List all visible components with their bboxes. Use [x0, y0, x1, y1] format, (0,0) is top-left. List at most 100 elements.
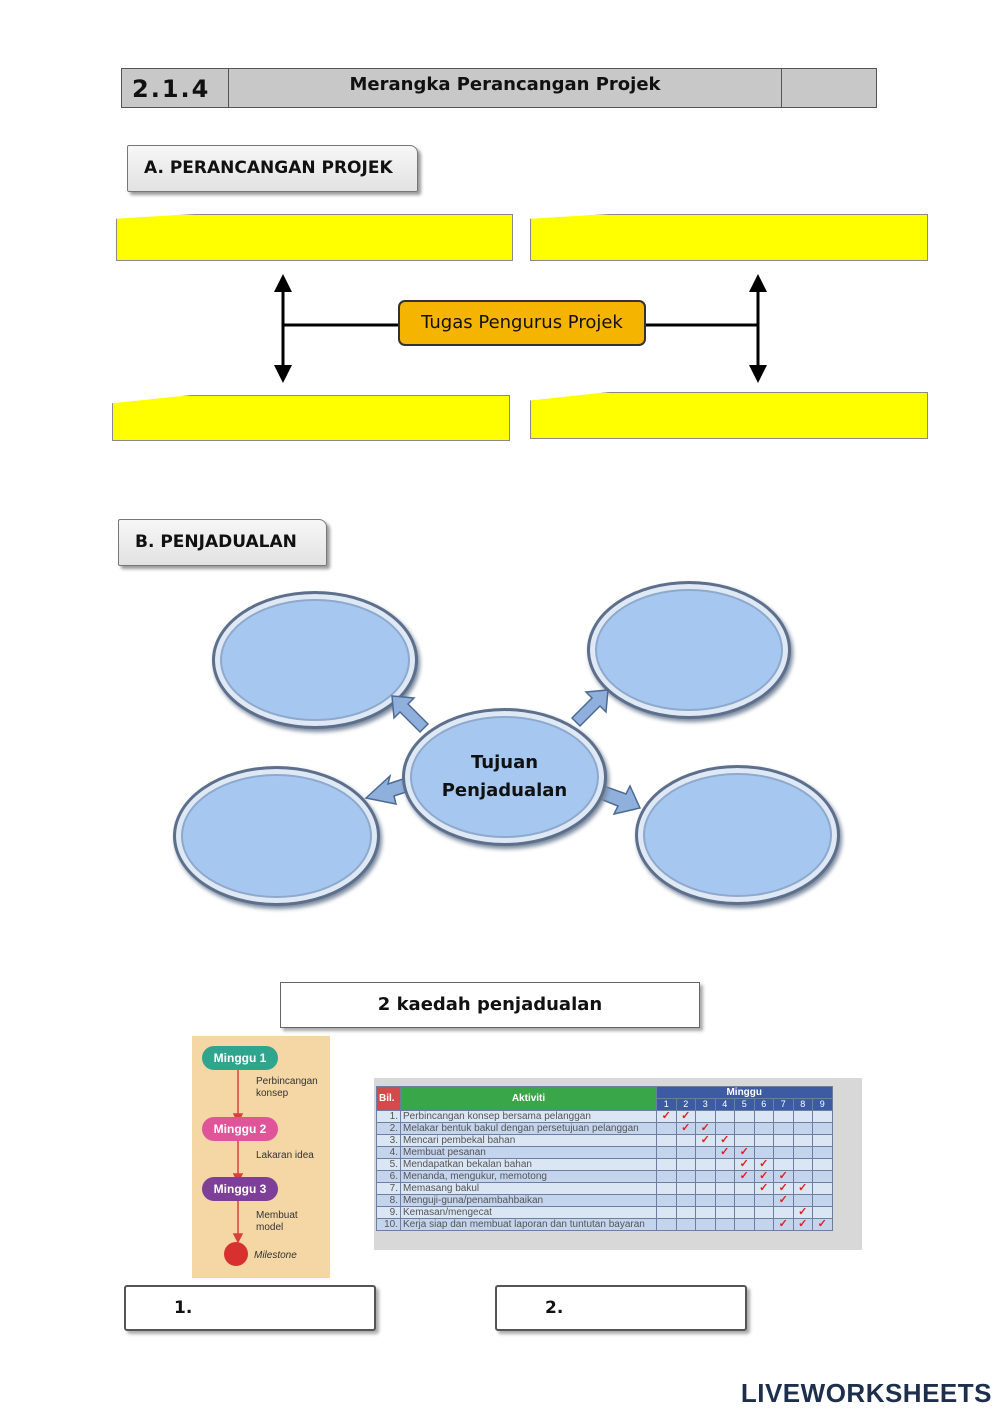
section-title: Merangka Perancangan Projek	[229, 69, 782, 107]
answer-ellipse-top-left[interactable]	[212, 591, 418, 729]
gantt-cell	[675, 1134, 696, 1147]
gantt-week-header: 9	[812, 1098, 833, 1111]
gantt-cell	[812, 1158, 833, 1171]
schedule-purpose-line1: Tujuan	[470, 752, 539, 773]
answer-box-bottom-left[interactable]	[112, 395, 510, 441]
gantt-cell	[753, 1122, 774, 1135]
gantt-cell	[812, 1110, 833, 1123]
gantt-check-mark: ✓	[773, 1170, 794, 1183]
gantt-cell	[753, 1218, 774, 1231]
gantt-check-mark: ✓	[675, 1122, 696, 1135]
gantt-check-mark: ✓	[695, 1134, 716, 1147]
gantt-cell	[773, 1158, 794, 1171]
gantt-check-mark: ✓	[734, 1158, 755, 1171]
connector-arrows	[364, 689, 642, 816]
gantt-cell	[656, 1218, 677, 1231]
gantt-cell	[656, 1158, 677, 1171]
gantt-row-number: 2.	[376, 1122, 401, 1135]
gantt-cell	[656, 1122, 677, 1135]
gantt-cell	[695, 1218, 716, 1231]
gantt-check-mark: ✓	[773, 1218, 794, 1231]
gantt-row-number: 4.	[376, 1146, 401, 1159]
gantt-cell	[734, 1110, 755, 1123]
gantt-row-activity: Membuat pesanan	[400, 1146, 657, 1159]
gantt-cell	[792, 1194, 813, 1207]
gantt-cell	[792, 1122, 813, 1135]
gantt-cell	[656, 1134, 677, 1147]
gantt-check-mark: ✓	[773, 1182, 794, 1195]
gantt-check-mark: ✓	[656, 1110, 677, 1123]
answer-ellipse-bottom-right[interactable]	[635, 765, 840, 905]
project-manager-tasks-box: Tugas Pengurus Projek	[398, 300, 646, 346]
gantt-check-mark: ✓	[792, 1218, 813, 1231]
methods-title: 2 kaedah penjadualan	[280, 982, 700, 1028]
gantt-week-header: 7	[773, 1098, 794, 1111]
section-header: 2.1.4 Merangka Perancangan Projek	[121, 68, 877, 108]
gantt-check-mark: ✓	[812, 1218, 833, 1231]
section-a-label: A. PERANCANGAN PROJEK	[127, 145, 418, 192]
gantt-cell	[675, 1170, 696, 1183]
gantt-cell	[734, 1134, 755, 1147]
answer-box-top-right[interactable]	[530, 214, 928, 261]
gantt-row: 3.Mencari pembekal bahan✓✓	[376, 1134, 833, 1147]
milestone-step-1: Perbincangan konsep	[256, 1076, 318, 1099]
gantt-row-activity: Kerja siap dan membuat laporan dan tuntu…	[400, 1218, 657, 1231]
gantt-row-activity: Menanda, mengukur, memotong	[400, 1170, 657, 1183]
section-b-label: B. PENJADUALAN	[118, 519, 327, 566]
gantt-row-number: 3.	[376, 1134, 401, 1147]
gantt-row-activity: Mendapatkan bekalan bahan	[400, 1158, 657, 1171]
milestone-label: Milestone	[254, 1250, 297, 1261]
gantt-check-mark: ✓	[734, 1170, 755, 1183]
gantt-week-header: 2	[675, 1098, 696, 1111]
gantt-cell	[753, 1194, 774, 1207]
gantt-row-number: 8.	[376, 1194, 401, 1207]
method-answer-1[interactable]: 1.	[124, 1285, 376, 1331]
schedule-purpose-ellipse: Tujuan Penjadualan	[402, 708, 607, 846]
gantt-cell	[773, 1110, 794, 1123]
milestone-week-2: Minggu 2	[202, 1117, 278, 1141]
answer-ellipse-top-right[interactable]	[587, 581, 791, 719]
gantt-cell	[675, 1218, 696, 1231]
gantt-week-header: 3	[695, 1098, 716, 1111]
gantt-cell	[753, 1206, 774, 1219]
gantt-cell	[792, 1158, 813, 1171]
gantt-row: 10.Kerja siap dan membuat laporan dan tu…	[376, 1218, 833, 1231]
gantt-week-header: 4	[714, 1098, 735, 1111]
gantt-row: 1.Perbincangan konsep bersama pelanggan✓…	[376, 1110, 833, 1123]
answer-box-top-left[interactable]	[116, 214, 513, 261]
gantt-cell	[675, 1182, 696, 1195]
gantt-cell	[714, 1182, 735, 1195]
method-answer-2[interactable]: 2.	[495, 1285, 747, 1331]
gantt-row: 8.Menguji-guna/penambahbaikan✓	[376, 1194, 833, 1207]
gantt-cell	[695, 1182, 716, 1195]
gantt-check-mark: ✓	[734, 1146, 755, 1159]
milestone-step-2: Lakaran idea	[256, 1150, 314, 1161]
gantt-cell	[773, 1122, 794, 1135]
gantt-cell	[734, 1218, 755, 1231]
gantt-cell	[675, 1206, 696, 1219]
connector-lines	[274, 274, 767, 383]
gantt-cell	[773, 1146, 794, 1159]
gantt-cell	[812, 1122, 833, 1135]
gantt-cell	[656, 1206, 677, 1219]
answer-box-bottom-right[interactable]	[530, 392, 928, 439]
gantt-cell	[695, 1146, 716, 1159]
gantt-header-bil: Bil.	[376, 1086, 401, 1111]
milestone-week-3: Minggu 3	[202, 1177, 278, 1201]
gantt-cell	[734, 1194, 755, 1207]
gantt-row-number: 5.	[376, 1158, 401, 1171]
gantt-check-mark: ✓	[753, 1182, 774, 1195]
gantt-cell	[695, 1110, 716, 1123]
gantt-check-mark: ✓	[753, 1170, 774, 1183]
gantt-cell	[753, 1110, 774, 1123]
gantt-check-mark: ✓	[714, 1146, 735, 1159]
gantt-cell	[812, 1206, 833, 1219]
answer-ellipse-bottom-left[interactable]	[173, 766, 380, 906]
gantt-check-mark: ✓	[714, 1134, 735, 1147]
gantt-row-activity: Kemasan/mengecat	[400, 1206, 657, 1219]
gantt-cell	[675, 1194, 696, 1207]
milestone-step-3: Membuat model	[256, 1210, 298, 1233]
method-answer-1-label: 1.	[174, 1298, 193, 1318]
gantt-row-number: 10.	[376, 1218, 401, 1231]
gantt-cell	[753, 1134, 774, 1147]
